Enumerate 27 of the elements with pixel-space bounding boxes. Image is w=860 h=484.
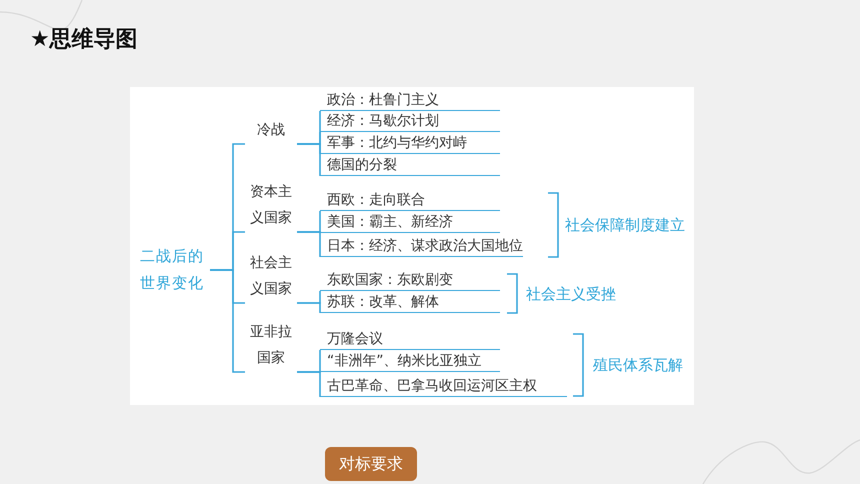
branch-topic: 亚非拉国家	[245, 319, 297, 371]
branch-topic: 冷战	[245, 117, 297, 143]
underlined-topic: 东欧国家：东欧剧变	[320, 270, 500, 291]
underlined-topic: 军事：北约与华约对峙	[320, 133, 500, 154]
underlined-topic: 德国的分裂	[320, 155, 500, 176]
underlined-topic: 古巴革命、巴拿马收回运河区主权	[320, 376, 567, 397]
connector-line	[210, 269, 245, 373]
connector-line	[297, 371, 321, 397]
branch-topic: 社会主义国家	[245, 250, 297, 302]
summary-text: 殖民体系瓦解	[593, 355, 683, 375]
underlined-topic: 西欧：走向联合	[320, 190, 500, 211]
underlined-topic: 日本：经济、谋求政治大国地位	[320, 236, 523, 257]
action-button: 对标要求	[325, 447, 417, 481]
underlined-topic: 经济：马歇尔计划	[320, 111, 500, 132]
branch-topic: 资本主义国家	[245, 179, 297, 231]
summary-text: 社会保障制度建立	[565, 215, 685, 235]
connector-line	[297, 231, 321, 257]
underlined-topic: 万隆会议	[320, 329, 500, 350]
connector-line	[297, 302, 321, 313]
title-text: ★思维导图	[30, 26, 138, 54]
root-topic: 二战后的世界变化	[140, 243, 210, 297]
underlined-topic: 美国：霸主、新经济	[320, 212, 500, 233]
underlined-topic: “非洲年”、纳米比亚独立	[320, 351, 500, 372]
connector-line	[297, 143, 321, 176]
underlined-topic: 政治：杜鲁门主义	[320, 90, 500, 111]
underlined-topic: 苏联：改革、解体	[320, 292, 500, 313]
summary-text: 社会主义受挫	[526, 284, 616, 304]
